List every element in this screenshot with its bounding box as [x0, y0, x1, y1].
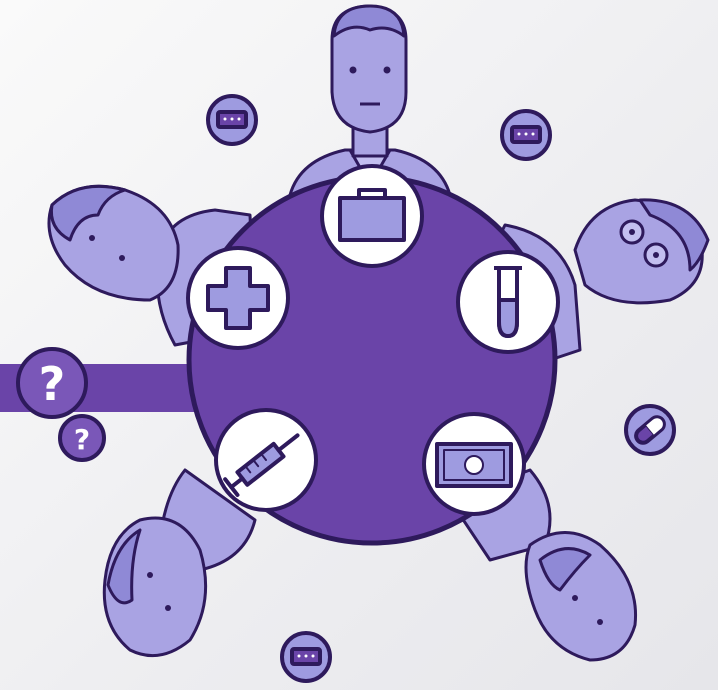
speech-bubble-icon — [208, 96, 256, 144]
question-mark-icon-small: ? — [60, 416, 104, 460]
svg-text:?: ? — [74, 423, 90, 456]
test-tube-icon — [458, 252, 558, 352]
svg-text:?: ? — [39, 357, 66, 411]
briefcase-icon — [322, 166, 422, 266]
speech-bubble-icon — [502, 111, 550, 159]
syringe-icon — [216, 410, 316, 510]
money-icon — [424, 414, 524, 514]
medical-cross-icon — [188, 248, 288, 348]
pill-icon — [626, 406, 674, 454]
speech-bubble-icon — [282, 633, 330, 681]
question-mark-icon-large: ? — [18, 349, 86, 417]
